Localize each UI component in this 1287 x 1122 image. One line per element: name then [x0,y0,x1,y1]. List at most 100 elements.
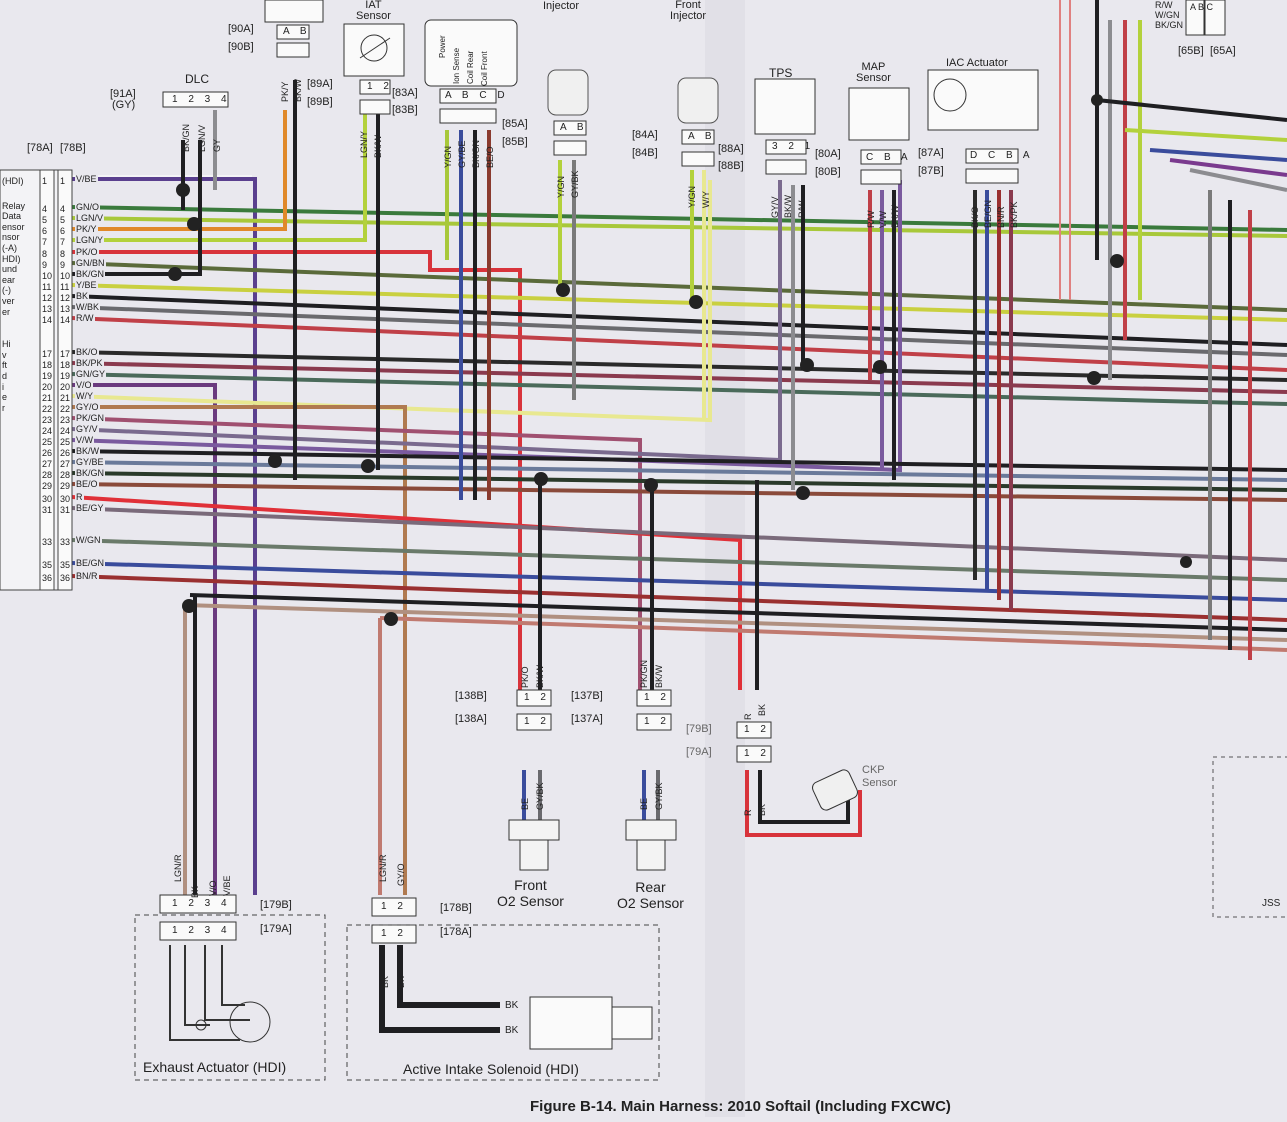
pin-number-a: 19 [42,371,53,381]
wire-gn-o [71,205,1287,232]
pin-number-b: 30 [60,494,71,504]
c88-pins: 3 2 1 [772,141,815,152]
pin-number-b: 12 [60,293,71,303]
wire-v-be [72,177,257,895]
pin-wire-code: BE/GN [75,558,106,568]
c79b-pins: 1 2 [744,724,770,735]
pin-number-a: 36 [42,573,53,583]
c138b-pins: 1 2 [524,692,550,703]
pin-wire-code: LGN/Y [75,235,105,245]
pin-wire-code: BE/GY [75,503,105,513]
wire-code-label: Y/GN [443,145,453,168]
wire-gn-gy [71,372,1287,406]
pin-wire-code: V/W [75,435,94,445]
c85-tag-a: [85A] [502,118,528,130]
wire-code-label: BK/W [535,664,545,688]
iat-tag-a: [89A] [307,78,333,90]
figure-caption: Figure B-14. Main Harness: 2010 Softail … [530,1098,951,1115]
pin-number-b: 35 [60,560,71,570]
c85-tag-b: [85B] [502,136,528,148]
pin-wire-code: Y/BE [75,280,98,290]
wire-code-label: BK/W [293,78,303,102]
pin-number-a: 29 [42,481,53,491]
iat-pins: 1 2 [367,81,393,92]
c65a-tag: [65A] [1210,45,1236,57]
pin-number-b: 5 [60,215,66,225]
c90-tag-a: [90A] [228,23,254,35]
c65b-tag: [65B] [1178,45,1204,57]
active-intake-solenoid-label: Active Intake Solenoid (HDI) [403,1061,579,1077]
wire-code-label: PK/O [520,666,530,688]
wire-code-label: V/BE [222,875,232,896]
dlc-pins: 1 2 3 4 [172,94,231,105]
solenoid-wire-1: BK [505,1000,519,1011]
c88-tag-b: [88B] [718,160,744,172]
pin-number-b: 19 [60,371,71,381]
pin-number-a: 28 [42,470,53,480]
wire-code-label: BE [639,797,649,810]
pin-wire-code: GN/O [75,202,101,212]
pin-wire-code: BK/GN [75,468,106,478]
main-connector-side-labels: (HDI) Relay Data ensor nsor (-A) HDI) un… [2,176,26,413]
c80-tag-a: [80A] [815,148,841,160]
wire-w-gn [71,538,1287,582]
pin-number-b: 23 [60,415,71,425]
wire-w-y [71,180,712,423]
pin-number-b: 24 [60,426,71,436]
pin-number-b: 10 [60,271,71,281]
wire-lgn-y [72,110,367,242]
pin-number-b: 22 [60,404,71,414]
c179b-pins: 1 2 3 4 [172,898,231,909]
pin-number-a: 27 [42,459,53,469]
pin-wire-code: V/O [75,380,93,390]
pin-number-a: 31 [42,505,53,515]
wire-code-label: BK [396,975,406,988]
wire-code-label: GY/BE [457,140,467,168]
map-sensor-label: MAP Sensor [856,61,891,84]
pin-number-a: 9 [42,260,48,270]
ckp-sensor-label: CKP Sensor [862,764,897,789]
exhaust-actuator-label: Exhaust Actuator (HDI) [143,1059,287,1075]
wire-code-label: R [743,713,753,721]
c79a-pins: 1 2 [744,748,770,759]
wire-code-label: LGN/R [173,854,183,882]
pin-number-b: 9 [60,260,66,270]
wire-pk-gn [71,416,642,690]
c84-tag-a: [84A] [632,129,658,141]
wire-bk-pk [71,361,1287,394]
pin-number-b: 36 [60,573,71,583]
wire-code-label: Y/GN [687,185,697,208]
pin-wire-code: GY/O [75,402,100,412]
c137a-tag: [137A] [571,713,603,725]
c79a-tag: [79A] [686,746,712,758]
pin-number-a: 26 [42,448,53,458]
c87-pins: D C B A [970,150,1034,161]
pin-number-b: 6 [60,226,66,236]
pin-number-a: 20 [42,382,53,392]
wire-code-label: R/W [797,200,807,219]
pin-number-b: 11 [60,282,70,292]
wire-w-bk [71,305,1287,357]
pin-number-b: 8 [60,249,66,259]
pin-number-b: 1 [60,176,66,186]
connector-78b-label: [78B] [60,142,86,154]
wire-pk-y [72,110,287,231]
wire-pk-o [72,250,522,690]
pin-wire-code: V/BE [75,174,98,184]
pin-wire-code: GY/V [75,424,99,434]
wire-code-label: BK/PK [1009,201,1019,228]
pin-wire-code: R [75,492,84,502]
iat-tag-b: [89B] [307,96,333,108]
connector-78a-label: [78A] [27,142,53,154]
pin-wire-code: W/GN [75,535,102,545]
pin-wire-code: BK/PK [75,358,104,368]
wire-r-w [71,316,1287,372]
wire-code-label: BK/W [373,134,383,158]
c137b-tag: [137B] [571,690,603,702]
pin-wire-code: BN/R [75,571,99,581]
pin-number-b: 18 [60,360,71,370]
c90-pins: A B [283,26,311,37]
front-o2-sensor-label: Front O2 Sensor [497,877,564,909]
